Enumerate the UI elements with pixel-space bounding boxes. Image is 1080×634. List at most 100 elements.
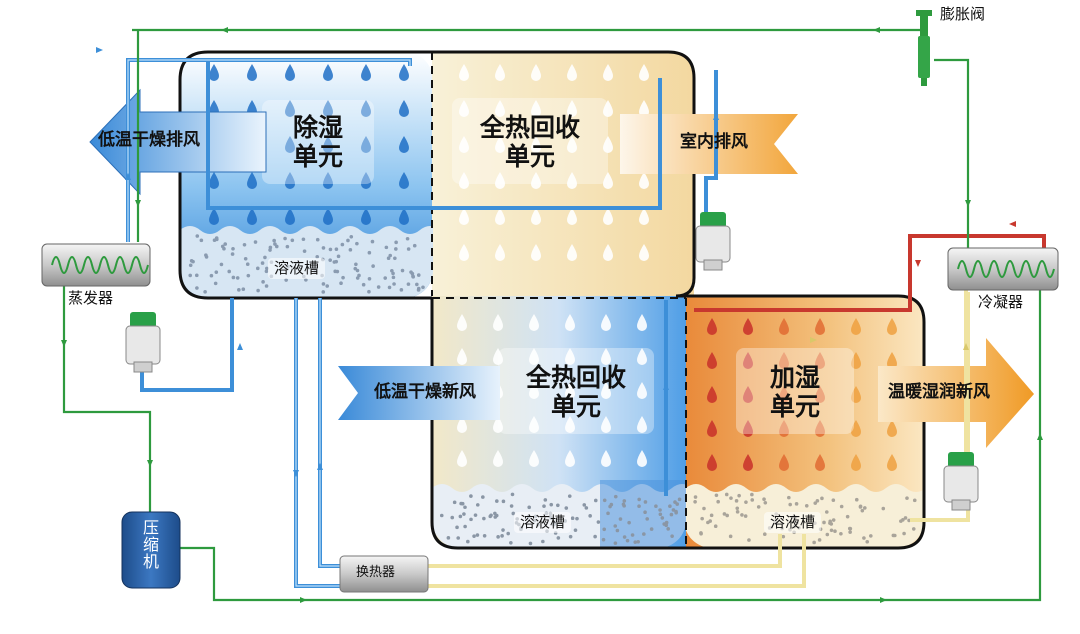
- tank-dot: [301, 237, 306, 242]
- tank-dot: [400, 268, 405, 273]
- flow-arrow: [965, 200, 971, 207]
- tank-dot: [261, 280, 265, 284]
- water-drop: [601, 348, 611, 365]
- tank-dot: [361, 282, 366, 287]
- tank-dot: [788, 502, 792, 507]
- tank-dot: [763, 500, 768, 505]
- water-drop: [285, 100, 295, 117]
- tank-dot: [371, 264, 375, 268]
- tank-dot: [674, 510, 678, 515]
- tank-dot: [284, 278, 288, 282]
- water-drop: [495, 244, 505, 261]
- tank-dot: [902, 531, 906, 536]
- flow-arrow: [915, 260, 921, 267]
- water-drop: [493, 348, 503, 365]
- water-drop: [565, 416, 575, 433]
- tank-dot: [815, 499, 820, 503]
- tank-dot: [321, 246, 326, 250]
- tank-dot: [354, 262, 358, 267]
- water-drop: [361, 172, 371, 189]
- water-drop: [887, 318, 897, 335]
- tank-dot: [734, 499, 739, 503]
- water-drop: [567, 208, 577, 225]
- water-drop: [459, 64, 469, 81]
- water-drop: [493, 314, 503, 331]
- tank-dot: [636, 539, 640, 544]
- tank-dot: [693, 495, 698, 499]
- tank-dot: [812, 540, 816, 545]
- label-tank-top-left: 溶液槽: [268, 258, 326, 280]
- tank-dot: [462, 512, 466, 516]
- tank-dot: [227, 269, 232, 274]
- tank-dot: [824, 510, 829, 514]
- tank-dot: [744, 500, 748, 504]
- tank-dot: [495, 499, 499, 503]
- water-drop: [459, 208, 469, 225]
- water-drop: [361, 100, 371, 117]
- water-drop: [707, 420, 717, 437]
- water-drop: [531, 136, 541, 153]
- tank-dot: [891, 533, 896, 538]
- tank-dot: [649, 527, 654, 531]
- water-drop: [639, 172, 649, 189]
- tank-dot: [666, 527, 670, 531]
- tank-dot: [822, 520, 826, 525]
- tank-dot: [411, 274, 415, 279]
- tank-dot: [556, 536, 561, 540]
- tank-dot: [264, 284, 269, 288]
- tank-dot: [829, 528, 834, 533]
- water-drop: [361, 136, 371, 153]
- tank-dot: [813, 501, 818, 505]
- tank-dot: [825, 532, 830, 537]
- outline-bottom: [430, 294, 926, 550]
- tank-dot: [568, 534, 573, 539]
- tank-dot: [575, 516, 579, 521]
- tank-dot: [458, 514, 463, 519]
- tank-dot: [290, 238, 295, 243]
- tank-dot: [231, 275, 236, 280]
- tank-dot: [501, 499, 506, 504]
- tank-dot: [315, 254, 320, 259]
- water-drop: [361, 64, 371, 81]
- water-drop: [495, 100, 505, 117]
- tank-dot: [903, 516, 908, 520]
- water-drop: [495, 136, 505, 153]
- tank-dot: [482, 516, 486, 521]
- tank-dot: [643, 500, 648, 504]
- water-drop: [565, 314, 575, 331]
- tank-dot: [412, 243, 417, 248]
- water-drop: [529, 450, 539, 467]
- water-drop: [529, 314, 539, 331]
- water-drop: [815, 420, 825, 437]
- tank-dot: [747, 538, 751, 542]
- water-drop: [565, 450, 575, 467]
- water-drop: [567, 100, 577, 117]
- water-drop: [323, 172, 333, 189]
- tank-dot: [570, 516, 575, 521]
- water-drop: [493, 416, 503, 433]
- tank-dot: [627, 520, 631, 525]
- water-drop: [851, 352, 861, 369]
- tank-dot: [735, 510, 740, 514]
- solution-pipes-cream: [428, 270, 970, 588]
- tank-dot: [527, 505, 532, 510]
- tank-dot: [907, 518, 911, 523]
- water-drop: [887, 420, 897, 437]
- label-exhaust-out: 低温干燥排风: [98, 130, 200, 150]
- tank-dot: [195, 234, 200, 238]
- tank-dot: [246, 273, 251, 278]
- tank-dot: [845, 514, 850, 519]
- tank-dot: [781, 534, 786, 539]
- flow-arrow: [237, 343, 243, 350]
- tank-dot: [340, 242, 345, 247]
- tank-dot: [709, 513, 714, 518]
- water-drop: [457, 450, 467, 467]
- outline-top: [208, 50, 696, 298]
- tank-dot: [265, 266, 269, 271]
- flow-arrow: [810, 337, 817, 343]
- tank-dot: [828, 521, 832, 525]
- tank-dot: [473, 513, 478, 517]
- tank-dot: [463, 524, 467, 529]
- tank-dot: [336, 254, 341, 259]
